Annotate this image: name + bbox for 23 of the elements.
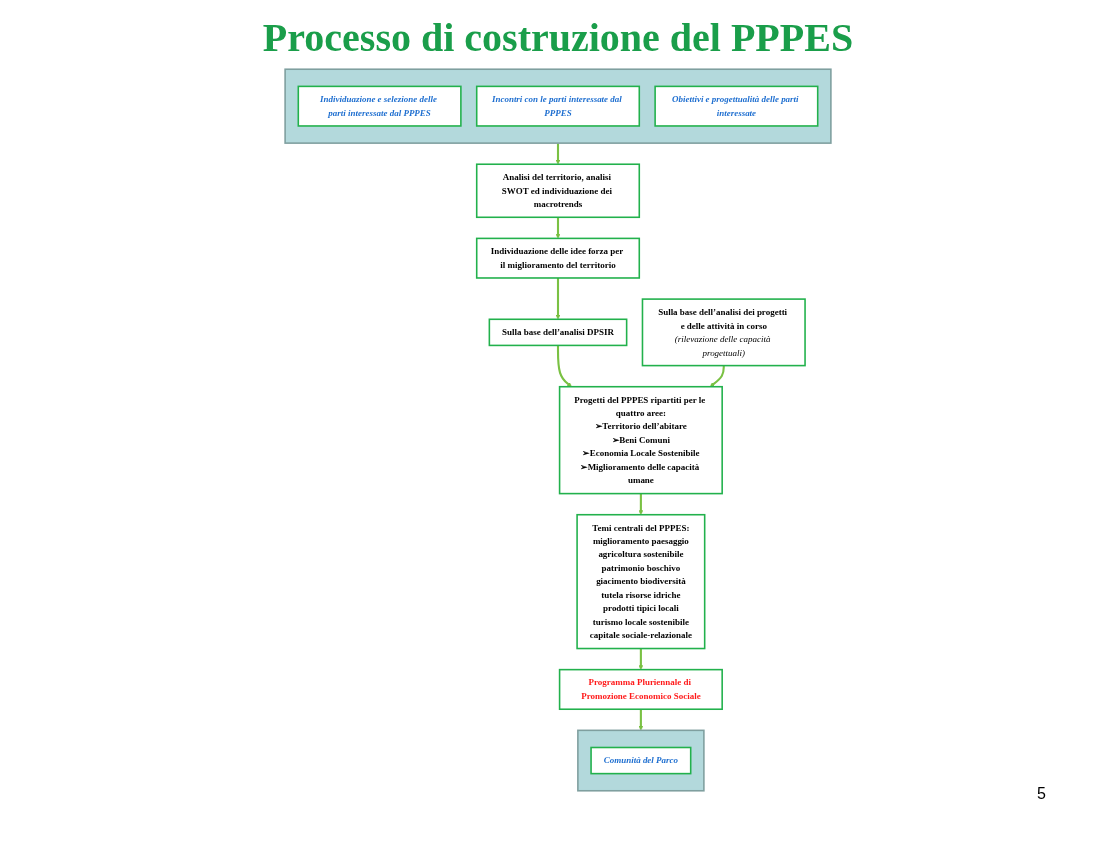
node-box: Incontri con le parti interessate dal PPPES (475, 85, 641, 127)
node-box: Progetti del PPPES ripartiti per le quattro aree: ➢Territorio dell’abitare ➢Beni Comuni ➢Economia Locale Sostenibile ➢Miglioramento delle capacità umane (558, 385, 723, 495)
arrow (709, 365, 725, 387)
arrow (638, 493, 644, 515)
arrow (638, 709, 644, 731)
node-box: Individuazione delle idee forza per il miglioramento del territorio (475, 237, 641, 279)
diagram-title: Processo di costruzione del PPPES (261, 14, 855, 61)
arrow (555, 143, 561, 165)
page-number: 5 (1037, 785, 1046, 802)
cluster (284, 68, 832, 144)
node-box: Programma Pluriennale di Promozione Economico Sociale (558, 668, 723, 710)
arrow (555, 278, 561, 320)
node-box: Sulla base dell’analisi dei progetti e delle attività in corso (rilevazione delle capacità progettuali) (641, 298, 806, 367)
arrow (638, 648, 644, 670)
node-box: Obiettivi e progettualità delle parti interessate (654, 85, 819, 127)
node-box: Comunità del Parco (590, 746, 692, 775)
arrow (555, 217, 561, 239)
node-box: Individuazione e selezione delle parti interessate dal PPPES (297, 85, 462, 127)
arrow (556, 345, 572, 387)
node-box: Sulla base dell’analisi DPSIR (488, 318, 628, 347)
node-box: Analisi del territorio, analisi SWOT ed individuazione dei macrotrends (475, 163, 641, 219)
node-box: Temi centrali del PPPES: miglioramento paesaggio agricoltura sostenibile patrimonio boschivo giacimento biodiversità tutela risorse idriche prodotti tipici locali turismo locale sostenibile capitale sociale-relazionale (576, 513, 706, 650)
cluster (577, 729, 705, 792)
